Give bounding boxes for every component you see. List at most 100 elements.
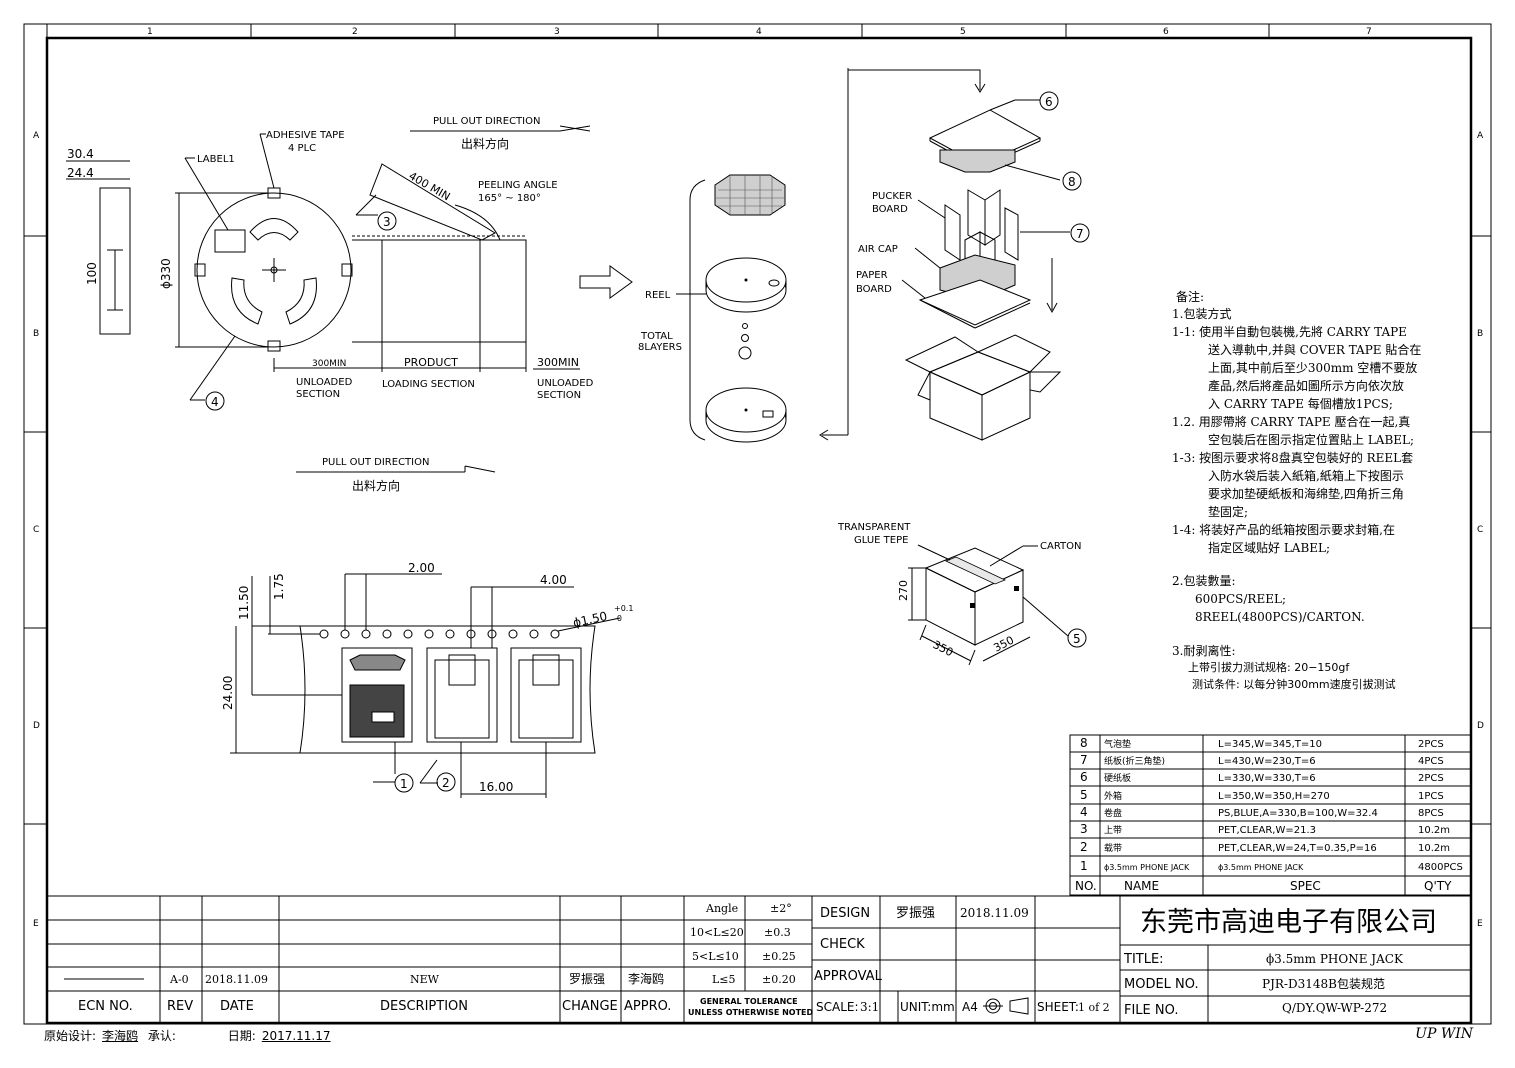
callout-5: 5 — [1073, 632, 1081, 646]
bom-row-no: 2 — [1080, 840, 1088, 854]
stack-view: REEL TOTAL 8LAYERS 6 8 7 PUCKER BOARD — [638, 68, 1090, 443]
adhesive-qty-text: 4 PLC — [288, 143, 316, 154]
bom-row-qty: 2PCS — [1418, 773, 1444, 784]
notes-line-14: 指定区域贴好 LABEL; — [1208, 540, 1330, 555]
projection-symbol-icon — [983, 997, 1029, 1015]
bom-row-name: 载带 — [1104, 842, 1122, 854]
notes-line-12: 垫固定; — [1208, 504, 1248, 519]
model-label: MODEL NO. — [1124, 977, 1199, 992]
callout-2: 2 — [442, 776, 450, 790]
title-value: ϕ3.5mm PHONE JACK — [1266, 952, 1404, 966]
callout-3: 3 — [383, 215, 391, 229]
file-label: FILE NO. — [1124, 1003, 1178, 1018]
original-design-label: 原始设计: — [44, 1029, 97, 1043]
bom-row-name: 气泡垫 — [1104, 738, 1131, 750]
dim-2-00: 2.00 — [408, 561, 435, 575]
dim-24-4: 24.4 — [67, 166, 94, 180]
bom-row-spec: PET,CLEAR,W=21.3 — [1218, 825, 1316, 836]
bom-row-qty: 4800PCS — [1418, 862, 1463, 873]
dim-300-min-right: 300MIN — [537, 356, 579, 369]
general-tolerance-1: GENERAL TOLERANCE — [700, 997, 798, 1006]
change-header: CHANGE — [562, 999, 618, 1014]
paper-label-1: PAPER — [856, 270, 888, 281]
bom-row-name: 外箱 — [1104, 790, 1122, 802]
dim-16-00: 16.00 — [479, 780, 513, 794]
notes-line-3: 送入導軌中,并與 COVER TAPE 貼合在 — [1208, 342, 1421, 357]
grid-row-a-right: A — [1477, 131, 1484, 141]
design-name: 罗振强 — [896, 906, 935, 921]
reel-label: REEL — [645, 290, 671, 301]
bom-row-qty: 10.2m — [1418, 825, 1450, 836]
design-label: DESIGN — [820, 906, 870, 921]
dim-30-4: 30.4 — [67, 147, 94, 161]
sheet-label: SHEET: — [1037, 1000, 1079, 1014]
notes-line-19: 上带引拔力测试规格: 20−150gf — [1188, 660, 1350, 674]
desc-header: DESCRIPTION — [380, 999, 468, 1014]
notes-line-9: 1-3: 按图示要求将8盘真空包裝好的 REEL套 — [1172, 450, 1413, 465]
bom-header-spec: SPEC — [1290, 879, 1321, 893]
tol-hole-minus: -0 — [614, 614, 622, 623]
dim-4-00: 4.00 — [540, 573, 567, 587]
dim-300-min-left: 300MIN — [312, 359, 346, 369]
tol-angle-value: ±2° — [770, 902, 792, 915]
paper-label-2: BOARD — [856, 284, 892, 295]
tol-hole-plus: +0.1 — [614, 604, 633, 613]
carrier-tape-view: 2.00 4.00 11.50 1.75 24.00 ϕ1.50 +0.1 -0… — [221, 561, 633, 798]
notes-line-17: 8REEL(4800PCS)/CARTON. — [1195, 610, 1365, 624]
notes-line-6: 入 CARRY TAPE 每個槽放1PCS; — [1208, 396, 1393, 411]
bom-row-no: 8 — [1080, 736, 1088, 750]
adhesive-tape-text: ADHESIVE TAPE — [266, 130, 345, 141]
dim-hole: ϕ1.50 — [572, 609, 609, 630]
rev-desc-value: NEW — [410, 973, 440, 986]
pucker-label-2: BOARD — [872, 204, 908, 215]
bom-row-qty: 8PCS — [1418, 808, 1444, 819]
bom-row-name: 上带 — [1104, 825, 1122, 836]
date-header: DATE — [220, 999, 254, 1014]
label1-text: LABEL1 — [197, 154, 235, 165]
dim-350-a: 350 — [931, 638, 956, 659]
grid-col-6: 6 — [1163, 27, 1169, 37]
notes-line-11: 要求加垫硬紙板和海绵垫,四角折三角 — [1208, 486, 1404, 501]
grid-row-e: E — [33, 919, 39, 929]
date-value: 2017.11.17 — [261, 1029, 331, 1043]
grid-row-d: D — [33, 721, 40, 731]
bom-row-no: 1 — [1080, 859, 1088, 873]
bom-row-spec: PET,CLEAR,W=24,T=0.35,P=16 — [1218, 843, 1377, 854]
bom-row-qty: 10.2m — [1418, 843, 1450, 854]
company-name: 东莞市高迪电子有限公司 — [1140, 907, 1437, 938]
unloaded-section-left-2: SECTION — [296, 389, 340, 400]
title-label: TITLE: — [1123, 952, 1164, 967]
grid-row-d-right: D — [1477, 721, 1484, 731]
bom-row-no: 4 — [1080, 805, 1088, 819]
callout-4: 4 — [211, 395, 219, 409]
scale-value: 3:1 — [860, 1000, 879, 1014]
grid-row-b: B — [33, 329, 39, 339]
up-win-mark: UP WIN — [1415, 1026, 1473, 1042]
total-label-2: 8LAYERS — [638, 342, 682, 353]
general-tolerance-2: UNLESS OTHERWISE NOTED — [688, 1008, 814, 1017]
bom-row-name: 纸板(折三角垫) — [1104, 755, 1165, 767]
sheet-value: 1 of 2 — [1078, 1001, 1110, 1014]
carton-view: 270 350 350 5 TRANSPARENT GLUE TEPE CART… — [837, 522, 1087, 666]
callout-7: 7 — [1076, 227, 1084, 241]
glue-label: GLUE TEPE — [854, 535, 908, 546]
carton-label: CARTON — [1040, 541, 1082, 552]
ecn-header: ECN NO. — [78, 999, 133, 1014]
footer: 原始设计:李海鸥 承认: 日期:2017.11.17 — [44, 1027, 337, 1044]
check-label: CHECK — [820, 937, 865, 952]
dim-24-00: 24.00 — [221, 676, 235, 710]
transparent-label: TRANSPARENT — [837, 522, 911, 533]
title-block: A-0 2018.11.09 NEW 罗振强 李海鸥 ECN NO. REV D… — [46, 895, 1472, 1024]
notes-line-20: 测试条件: 以每分钟300mm速度引拔测试 — [1192, 677, 1396, 691]
grid-row-e-right: E — [1477, 919, 1483, 929]
model-value: PJR-D3148B包装规范 — [1262, 976, 1385, 991]
tol-angle-label: Angle — [705, 902, 738, 915]
bom-row-spec: PS,BLUE,A=330,B=100,W=32.4 — [1218, 808, 1378, 819]
grid-row-c-right: C — [1477, 525, 1483, 535]
file-value: Q/DY.QW-WP-272 — [1282, 1001, 1387, 1015]
tol-r3-value: ±0.20 — [762, 973, 796, 986]
tol-r2-label: 5<L≤10 — [692, 950, 739, 963]
packing-notes: 备注: 1.包装方式 1-1: 使用半自動包裝機,先將 CARRY TAPE 送… — [1172, 289, 1421, 691]
pull-out-top-cn: 出料方向 — [461, 136, 509, 151]
